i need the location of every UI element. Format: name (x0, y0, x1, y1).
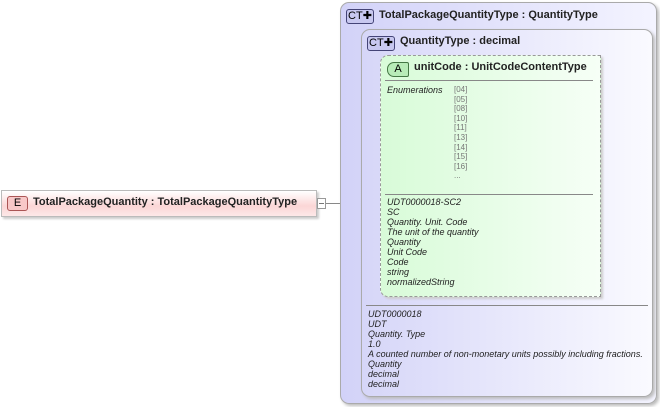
inner-type-title: QuantityType : decimal (400, 35, 521, 47)
element-badge: E (7, 196, 28, 211)
divider (385, 194, 593, 195)
connector (326, 203, 340, 204)
element-title: TotalPackageQuantity : TotalPackageQuant… (33, 196, 298, 208)
attribute-node[interactable]: A unitCode : UnitCodeContentType Enumera… (380, 55, 601, 297)
outer-type-title: TotalPackageQuantityType : QuantityType (379, 9, 598, 21)
enumeration-value: [14] (454, 142, 468, 152)
enumeration-value: [05] (454, 94, 468, 104)
enumerations-label: Enumerations (387, 85, 443, 95)
attribute-title: unitCode : UnitCodeContentType (414, 61, 587, 73)
annotation-line: Quantity. Type (368, 329, 426, 339)
enumeration-value: [11] (454, 123, 467, 133)
divider (366, 305, 648, 306)
annotation-line: decimal (368, 379, 400, 389)
annotation-line: Quantity (368, 359, 402, 369)
annotation-line: A counted number of non-monetary units p… (368, 349, 643, 359)
enumeration-value: [15] (454, 152, 468, 162)
collapse-toggle[interactable] (317, 198, 326, 209)
annotation-line: string (387, 267, 410, 277)
complex-type-badge: CT✚ (367, 36, 395, 51)
element-node[interactable]: E TotalPackageQuantity : TotalPackageQua… (1, 190, 317, 217)
enumerations-list: [04][05][08][10][11][13][14][15][16]... (454, 85, 467, 181)
annotation-line: UDT (368, 319, 387, 329)
annotation-line: decimal (368, 369, 400, 379)
enumeration-value: [04] (454, 85, 468, 94)
annotation-line: Code (387, 257, 409, 267)
attribute-badge: A (387, 62, 409, 77)
element-type: TotalPackageQuantityType (157, 196, 298, 208)
annotation-line: 1.0 (368, 339, 381, 349)
inner-complex-type[interactable]: CT✚ QuantityType : decimal A unitCode : … (361, 29, 653, 397)
annotation-line: SC (387, 207, 400, 217)
enumeration-value: [08] (454, 104, 468, 114)
annotation-line: Quantity. Unit. Code (387, 217, 468, 227)
annotation-line: Quantity (387, 237, 421, 247)
annotation-line: normalizedString (387, 277, 455, 287)
enumeration-value: [10] (454, 113, 468, 123)
divider (385, 80, 593, 81)
enumeration-value: [13] (454, 132, 468, 142)
outer-complex-type[interactable]: CT✚ TotalPackageQuantityType : QuantityT… (340, 2, 657, 404)
annotation-line: UDT0000018-SC2 (387, 197, 462, 207)
annotation-line: The unit of the quantity (387, 227, 479, 237)
element-name: TotalPackageQuantity (33, 196, 148, 208)
annotation-line: UDT0000018 (368, 309, 422, 319)
enumeration-value: [16] (454, 161, 468, 171)
complex-type-badge: CT✚ (346, 9, 374, 24)
enumeration-value: ... (454, 171, 461, 181)
annotation-line: Unit Code (387, 247, 428, 257)
